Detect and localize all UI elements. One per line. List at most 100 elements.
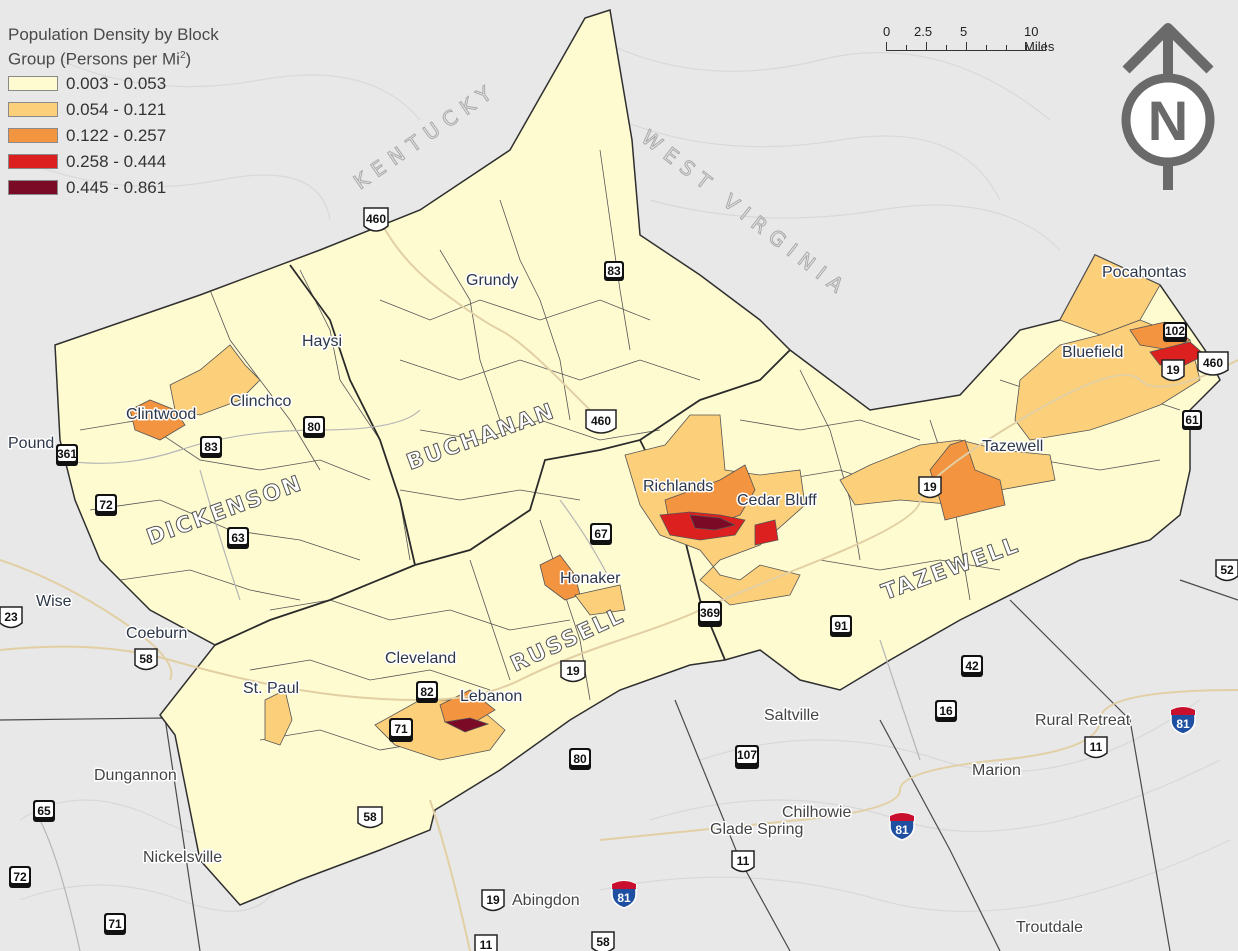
us-route-shield: 11 xyxy=(1084,736,1108,759)
svg-text:58: 58 xyxy=(139,652,153,666)
legend-swatch xyxy=(8,154,58,170)
svg-text:19: 19 xyxy=(566,664,580,678)
legend-label: 0.122 - 0.257 xyxy=(66,125,167,145)
svg-text:460: 460 xyxy=(591,414,611,428)
us-route-shield: 19 xyxy=(1161,359,1185,382)
svg-text:460: 460 xyxy=(1203,356,1223,370)
place-honaker: Honaker xyxy=(560,570,621,587)
legend-item: 0.445 - 0.861 xyxy=(8,176,308,200)
svg-text:52: 52 xyxy=(1220,563,1234,577)
svg-text:61: 61 xyxy=(1185,413,1199,427)
density-stpaul xyxy=(264,689,293,746)
study-area xyxy=(54,9,1221,906)
place-bluefield: Bluefield xyxy=(1062,344,1123,361)
us-route-shield: 460 xyxy=(585,409,617,434)
legend-swatch xyxy=(8,128,58,144)
place-pocahontas: Pocahontas xyxy=(1102,264,1187,281)
state-route-shield: 71 xyxy=(104,913,126,935)
minor-roads xyxy=(39,409,921,951)
legend-item: 0.258 - 0.444 xyxy=(8,150,308,174)
legend-label: 0.054 - 0.121 xyxy=(66,99,167,119)
svg-text:80: 80 xyxy=(573,752,587,766)
place-saltville: Saltville xyxy=(764,707,819,724)
legend-label: 0.258 - 0.444 xyxy=(66,151,167,171)
scale-label: 0 xyxy=(883,24,891,39)
state-route-shield: 67 xyxy=(590,523,612,545)
us-route-shield: 11 xyxy=(731,850,755,873)
state-route-shield: 83 xyxy=(200,436,222,458)
place-rural-retreat: Rural Retreat xyxy=(1035,712,1131,729)
density-pocahontas xyxy=(1059,254,1161,336)
svg-text:19: 19 xyxy=(486,893,500,907)
svg-text:58: 58 xyxy=(596,935,610,949)
svg-text:107: 107 xyxy=(737,748,757,762)
roads xyxy=(0,219,1238,951)
svg-text:23: 23 xyxy=(4,610,18,624)
us-route-shield: 19 xyxy=(560,660,586,683)
state-route-shield: 107 xyxy=(735,745,759,769)
svg-text:19: 19 xyxy=(1166,363,1180,377)
place-richlands: Richlands xyxy=(643,478,713,495)
state-route-shield: 82 xyxy=(416,681,438,703)
density-clinchco xyxy=(169,344,261,416)
place-tazewell: Tazewell xyxy=(982,438,1043,455)
place-pound: Pound xyxy=(8,435,54,452)
place-clintwood: Clintwood xyxy=(126,406,196,423)
svg-text:58: 58 xyxy=(363,810,377,824)
svg-text:81: 81 xyxy=(895,823,909,837)
state-route-shield: 72 xyxy=(95,494,117,516)
legend-label: 0.003 - 0.053 xyxy=(66,73,167,93)
legend-swatch xyxy=(8,102,58,118)
state-route-shield: 361 xyxy=(56,444,78,466)
place-marion: Marion xyxy=(972,762,1021,779)
density-clintwood xyxy=(129,399,186,441)
svg-text:11: 11 xyxy=(737,854,750,868)
state-route-shield: 369 xyxy=(698,601,722,627)
us-route-shield: 19 xyxy=(918,476,942,499)
state-route-shield: 83 xyxy=(604,261,624,281)
place-grundy: Grundy xyxy=(466,272,518,289)
scale-label: 2.5 xyxy=(914,24,933,39)
legend-swatch xyxy=(8,76,58,92)
svg-text:71: 71 xyxy=(394,722,408,736)
place-abingdon: Abingdon xyxy=(512,892,580,909)
legend-item: 0.054 - 0.121 xyxy=(8,98,308,122)
density-cedarbluff xyxy=(754,519,779,546)
density-lebanon-core xyxy=(443,717,490,733)
legend-item: 0.122 - 0.257 xyxy=(8,124,308,148)
svg-text:361: 361 xyxy=(57,447,77,461)
svg-text:63: 63 xyxy=(231,531,245,545)
place-nickelsville: Nickelsville xyxy=(143,849,222,866)
svg-text:460: 460 xyxy=(366,212,386,226)
legend-label: 0.445 - 0.861 xyxy=(66,177,167,197)
svg-text:65: 65 xyxy=(37,804,51,818)
svg-text:42: 42 xyxy=(965,659,979,673)
svg-text:83: 83 xyxy=(607,264,621,278)
svg-text:N: N xyxy=(1148,89,1188,152)
svg-text:11: 11 xyxy=(1090,740,1103,754)
svg-text:80: 80 xyxy=(307,420,321,434)
interstate-shield: 81 xyxy=(611,880,637,909)
svg-text:72: 72 xyxy=(99,498,113,512)
scale-ticks xyxy=(886,40,1046,51)
north-arrow[interactable]: N xyxy=(1121,23,1215,190)
state-route-shield: 71 xyxy=(389,718,413,742)
place-haysi: Haysi xyxy=(302,333,342,350)
svg-text:102: 102 xyxy=(1165,324,1185,338)
svg-text:83: 83 xyxy=(204,440,218,454)
scale-label: 5 xyxy=(960,24,968,39)
svg-text:71: 71 xyxy=(108,917,122,931)
place-coeburn: Coeburn xyxy=(126,625,187,642)
state-route-shield: 80 xyxy=(303,416,325,438)
state-route-shield: 102 xyxy=(1163,322,1187,342)
svg-text:369: 369 xyxy=(700,606,720,620)
us-route-shield: 58 xyxy=(591,931,615,951)
state-route-shield: 72 xyxy=(9,866,31,888)
place-chilhowie: Chilhowie xyxy=(782,804,851,821)
us-route-shield: 19 xyxy=(481,889,505,912)
place-clinchco: Clinchco xyxy=(230,393,291,410)
interstate-shield: 81 xyxy=(889,812,915,841)
us-route-shield: 460 xyxy=(1197,351,1229,376)
